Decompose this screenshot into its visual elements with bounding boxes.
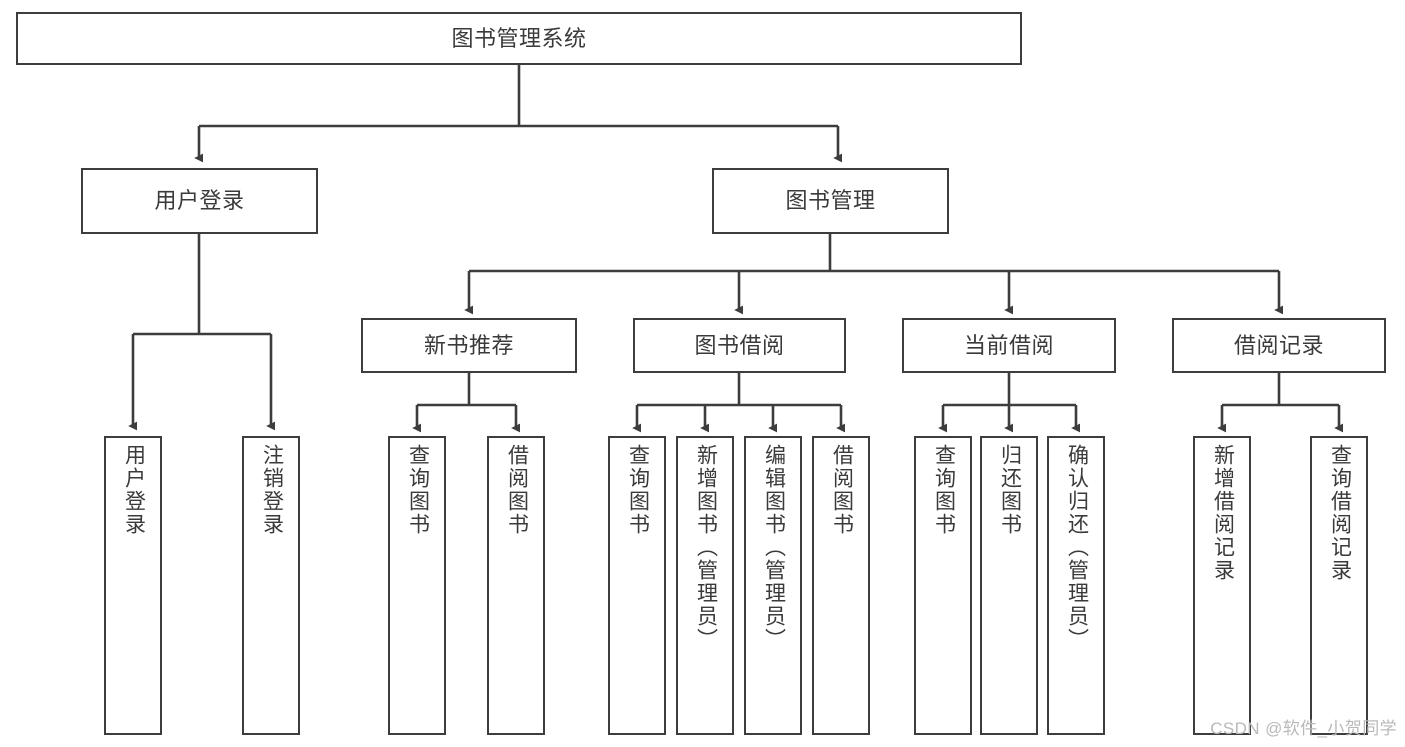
node-new-book-recommend-label: 新书推荐 xyxy=(423,332,514,358)
node-book-management-label: 图书管理 xyxy=(785,188,876,214)
edge-userlogin-to-leaves xyxy=(128,234,276,431)
leaf-user-login-signin[interactable]: 用户登录 xyxy=(104,436,162,735)
leaf-currentborrow-return-book[interactable]: 归还图书 xyxy=(980,436,1038,735)
node-current-borrow[interactable]: 当前借阅 xyxy=(902,318,1116,373)
node-borrow-record-label: 借阅记录 xyxy=(1233,332,1324,358)
node-book-borrow[interactable]: 图书借阅 xyxy=(633,318,846,373)
leaf-newbook-borrow-book[interactable]: 借阅图书 xyxy=(487,436,545,735)
edge-root-to-level2 xyxy=(194,65,843,163)
leaf-bookborrow-add-book[interactable]: 新增图书（管理员） xyxy=(676,436,734,735)
leaf-bookborrow-edit-book-label: 编辑图书（管理员） xyxy=(762,444,786,651)
leaf-currentborrow-return-book-label: 归还图书 xyxy=(998,444,1022,536)
edge-bookborrow-to-leaves xyxy=(632,373,846,433)
node-user-login-label: 用户登录 xyxy=(154,188,245,214)
csdn-watermark: CSDN @软件_小贺同学 xyxy=(1210,719,1397,738)
leaf-currentborrow-confirm-return-label: 确认归还（管理员） xyxy=(1065,444,1089,651)
edge-newbook-to-leaves xyxy=(412,373,521,433)
leaf-borrowrecord-add-record[interactable]: 新增借阅记录 xyxy=(1193,436,1251,735)
node-borrow-record[interactable]: 借阅记录 xyxy=(1172,318,1386,373)
leaf-bookborrow-borrow-book[interactable]: 借阅图书 xyxy=(812,436,870,735)
leaf-user-login-signout[interactable]: 注销登录 xyxy=(242,436,300,735)
leaf-newbook-query-book[interactable]: 查询图书 xyxy=(388,436,446,735)
edge-currentborrow-to-leaves xyxy=(938,373,1081,433)
leaf-currentborrow-confirm-return[interactable]: 确认归还（管理员） xyxy=(1047,436,1105,735)
leaf-borrowrecord-query-record[interactable]: 查询借阅记录 xyxy=(1310,436,1368,735)
leaf-newbook-query-book-label: 查询图书 xyxy=(406,444,430,536)
leaf-newbook-borrow-book-label: 借阅图书 xyxy=(505,444,529,536)
leaf-user-login-signin-label: 用户登录 xyxy=(122,444,146,536)
node-current-borrow-label: 当前借阅 xyxy=(963,332,1054,358)
node-root-system[interactable]: 图书管理系统 xyxy=(16,12,1022,65)
leaf-borrowrecord-add-record-label: 新增借阅记录 xyxy=(1211,444,1235,582)
leaf-user-login-signout-label: 注销登录 xyxy=(260,444,284,536)
node-book-borrow-label: 图书借阅 xyxy=(694,332,785,358)
node-root-system-label: 图书管理系统 xyxy=(451,25,587,51)
leaf-borrowrecord-query-record-label: 查询借阅记录 xyxy=(1328,444,1352,582)
node-user-login[interactable]: 用户登录 xyxy=(81,168,318,234)
node-new-book-recommend[interactable]: 新书推荐 xyxy=(361,318,577,373)
leaf-currentborrow-query-book[interactable]: 查询图书 xyxy=(914,436,972,735)
leaf-bookborrow-add-book-label: 新增图书（管理员） xyxy=(694,444,718,651)
edge-bookmgmt-to-level3 xyxy=(464,234,1284,315)
node-book-management[interactable]: 图书管理 xyxy=(712,168,949,234)
leaf-bookborrow-edit-book[interactable]: 编辑图书（管理员） xyxy=(744,436,802,735)
leaf-bookborrow-query-book-label: 查询图书 xyxy=(626,444,650,536)
leaf-bookborrow-borrow-book-label: 借阅图书 xyxy=(830,444,854,536)
leaf-currentborrow-query-book-label: 查询图书 xyxy=(932,444,956,536)
leaf-bookborrow-query-book[interactable]: 查询图书 xyxy=(608,436,666,735)
edge-borrowrecord-to-leaves xyxy=(1217,373,1344,433)
